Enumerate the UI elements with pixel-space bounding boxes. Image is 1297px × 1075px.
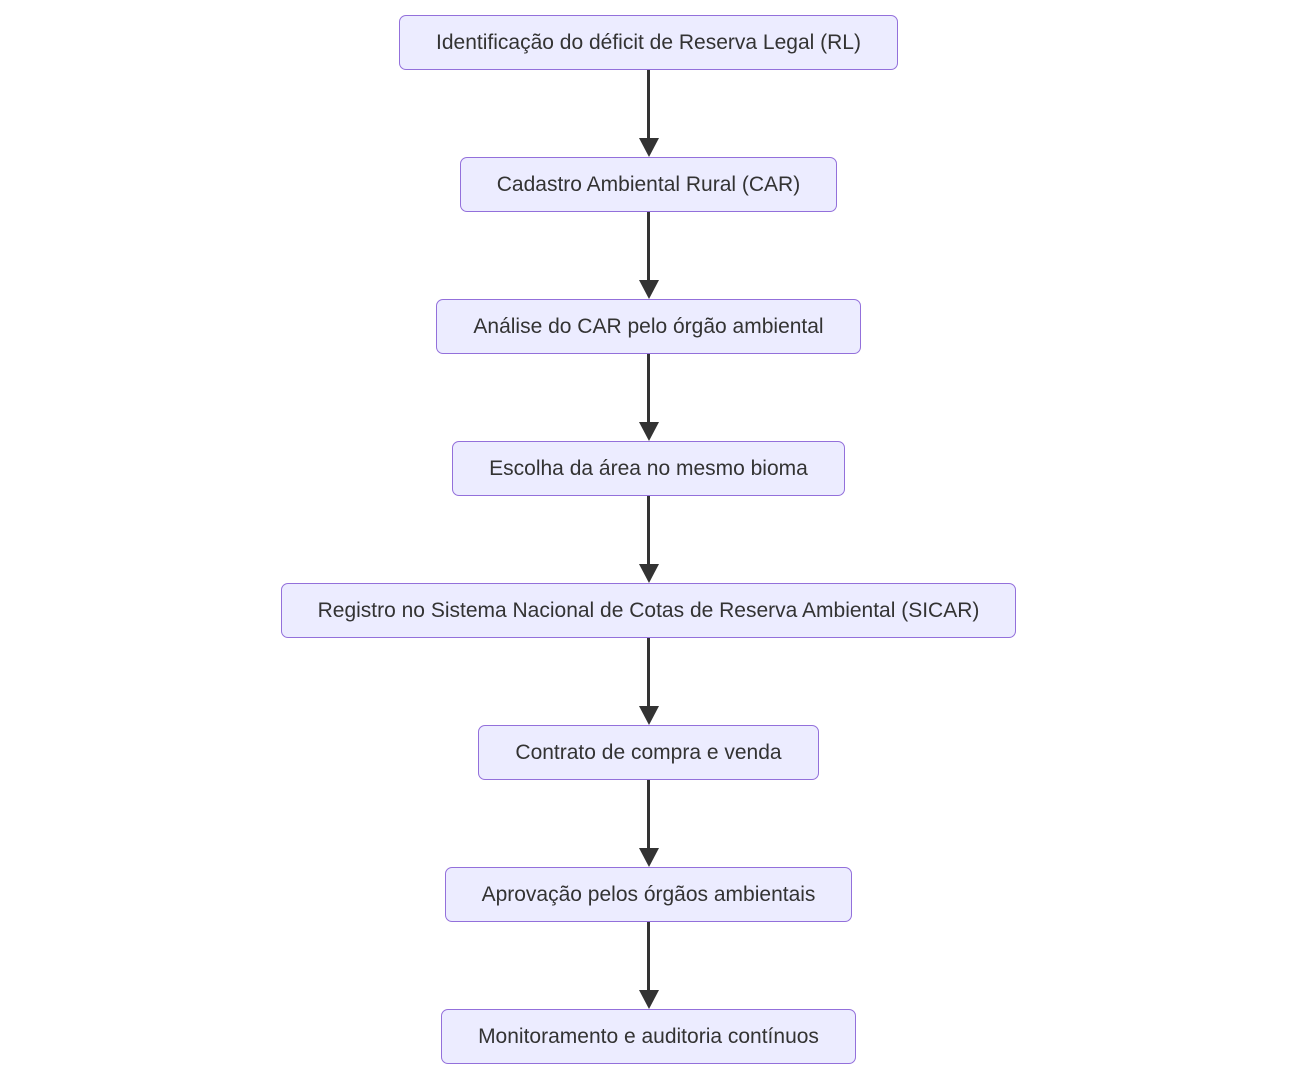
flow-node-step-1: Identificação do déficit de Reserva Lega… bbox=[399, 15, 898, 70]
flow-arrow-6-7 bbox=[638, 780, 659, 867]
flow-node-step-7: Aprovação pelos órgãos ambientais bbox=[444, 867, 853, 922]
arrow-shaft bbox=[647, 70, 650, 138]
flow-node-label: Cadastro Ambiental Rural (CAR) bbox=[496, 172, 801, 196]
flow-node-step-3: Análise do CAR pelo órgão ambiental bbox=[436, 299, 861, 354]
arrow-shaft bbox=[647, 212, 650, 280]
flow-node-label: Identificação do déficit de Reserva Lega… bbox=[436, 30, 861, 54]
flow-node-label: Contrato de compra e venda bbox=[515, 740, 782, 764]
flow-arrow-1-2 bbox=[638, 70, 659, 157]
arrow-shaft bbox=[647, 780, 650, 848]
flow-arrow-7-8 bbox=[638, 922, 659, 1009]
flow-arrow-3-4 bbox=[638, 354, 659, 441]
flow-node-label: Análise do CAR pelo órgão ambiental bbox=[473, 314, 824, 338]
arrow-down-icon bbox=[638, 848, 659, 867]
arrow-down-icon bbox=[638, 138, 659, 157]
flow-node-label: Monitoramento e auditoria contínuos bbox=[478, 1024, 819, 1048]
flow-node-step-5: Registro no Sistema Nacional de Cotas de… bbox=[280, 583, 1017, 638]
flow-node-step-2: Cadastro Ambiental Rural (CAR) bbox=[459, 157, 838, 212]
flow-node-step-4: Escolha da área no mesmo bioma bbox=[452, 441, 845, 496]
flow-arrow-5-6 bbox=[638, 638, 659, 725]
flow-node-label: Escolha da área no mesmo bioma bbox=[489, 456, 808, 480]
flow-node-step-6: Contrato de compra e venda bbox=[478, 725, 819, 780]
arrow-shaft bbox=[647, 354, 650, 422]
arrow-shaft bbox=[647, 496, 650, 564]
arrow-down-icon bbox=[638, 280, 659, 299]
flow-arrow-2-3 bbox=[638, 212, 659, 299]
flow-node-label: Aprovação pelos órgãos ambientais bbox=[481, 882, 816, 906]
arrow-down-icon bbox=[638, 990, 659, 1009]
arrow-shaft bbox=[647, 922, 650, 990]
arrow-shaft bbox=[647, 638, 650, 706]
arrow-down-icon bbox=[638, 422, 659, 441]
flow-node-label: Registro no Sistema Nacional de Cotas de… bbox=[317, 598, 980, 622]
arrow-down-icon bbox=[638, 564, 659, 583]
flow-arrow-4-5 bbox=[638, 496, 659, 583]
arrow-down-icon bbox=[638, 706, 659, 725]
flow-node-step-8: Monitoramento e auditoria contínuos bbox=[441, 1009, 856, 1064]
